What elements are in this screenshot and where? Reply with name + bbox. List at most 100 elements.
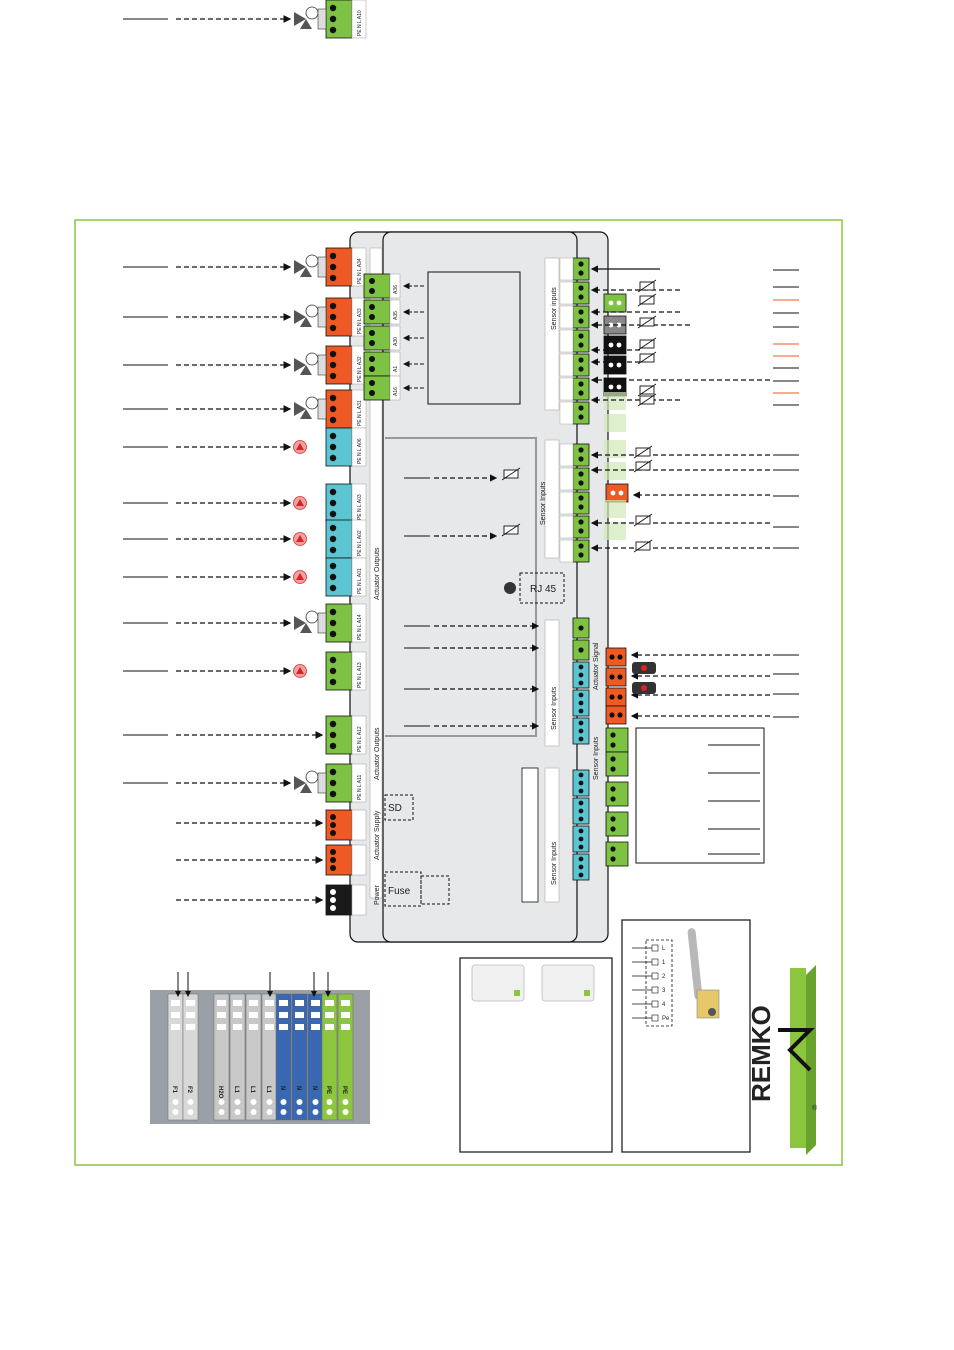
- inner-terminal-label: A30: [393, 337, 399, 346]
- fuse-box: [384, 871, 422, 907]
- left-output-terminals: PE N L A34 PE N L A33 PE N L A32 PE N L A31…: [293, 0, 367, 803]
- section-actuator-signal: Actuator Signal: [593, 642, 600, 690]
- ghost-connector: [604, 522, 626, 540]
- strip-label: L1: [265, 1086, 271, 1094]
- mixing-valve-icon: [294, 352, 327, 376]
- terminal-label: PE N L A03: [357, 494, 363, 520]
- output-terminal-a32: PE N L A32: [294, 345, 367, 385]
- registered-mark: ®: [812, 1104, 818, 1112]
- sensor-terminal: [605, 727, 629, 753]
- actuator-supply-terminals: [325, 809, 367, 916]
- strip-terminal: L1: [245, 993, 262, 1121]
- display-window: [427, 271, 521, 405]
- probe-pin-label: Pe: [662, 1016, 670, 1022]
- rj45-port: [519, 572, 565, 604]
- section-sensor-inputs-right: Sensor Inputs: [593, 736, 600, 780]
- section-power: Power: [374, 884, 381, 905]
- ghost-connector: [604, 500, 626, 518]
- strip-terminal: N: [275, 993, 292, 1121]
- probe-pin-box: [651, 1000, 659, 1008]
- strip-terminal: L1: [229, 993, 246, 1121]
- mixing-valve-icon: [294, 610, 327, 634]
- fuse-box-2: [420, 875, 450, 905]
- sensor-terminal: [605, 841, 629, 867]
- sensor-terminal: [559, 539, 590, 563]
- strip-terminal: PE: [321, 993, 338, 1121]
- aux-connector: [603, 293, 627, 313]
- output-terminal-a14: PE N L A14: [294, 603, 367, 643]
- ghost-connector: [604, 462, 626, 480]
- sensor-terminal: [559, 257, 590, 281]
- probe-pin-box: [651, 944, 659, 952]
- strip-label: N: [295, 1086, 301, 1090]
- sensor-terminal-blue: [572, 797, 590, 825]
- rj45-label: RJ 45: [530, 584, 557, 595]
- immersion-sensor-icon: [687, 928, 720, 1019]
- inner-terminal-a16: A16: [363, 375, 401, 401]
- probe-pin-label: 2: [662, 974, 666, 980]
- strip-terminal: F1: [167, 993, 184, 1121]
- sensor-terminal: [559, 281, 590, 305]
- probe-pin-label: 1: [662, 960, 666, 966]
- pump-icon: [293, 496, 307, 510]
- status-led: [504, 582, 516, 594]
- sensor-terminal: [559, 401, 590, 425]
- output-terminal-a02: PE N L A02: [293, 519, 367, 559]
- strip-terminal: F2: [182, 993, 199, 1121]
- strip-label: L1: [249, 1086, 255, 1094]
- strip-label: PE: [325, 1086, 331, 1094]
- pump-icon: [293, 532, 307, 546]
- strip-label: F2: [186, 1086, 192, 1094]
- sensor-terminal-blue: [572, 853, 590, 881]
- mixing-valve-icon: [294, 254, 327, 278]
- inner-terminal-a1: A1: [363, 351, 401, 377]
- remko-logo: REMKO ®: [746, 965, 818, 1155]
- controller-housing: RJ 45 SD Fuse Sensor inputs Sensor Input…: [349, 231, 609, 943]
- terminal-label: PE N L A31: [357, 400, 363, 426]
- brand-name: REMKO: [746, 1005, 776, 1102]
- sensor-terminal: [559, 377, 590, 401]
- probe-pin-box: [651, 986, 659, 994]
- strip-label: PE: [341, 1086, 347, 1094]
- section-actuator-outputs-bottom: Actuator Outputs: [374, 727, 381, 780]
- sensor-terminal: [559, 467, 590, 491]
- terminal-label: PE N L A14: [357, 614, 363, 640]
- section-actuator-supply: Actuator Supply: [374, 810, 381, 860]
- inner-terminal-a30: A30: [363, 325, 401, 351]
- section-sensor-inputs-top: Sensor inputs: [551, 287, 558, 330]
- strip-label: N: [279, 1086, 285, 1090]
- aux-connector: [603, 355, 627, 375]
- strip-terminal: L1: [261, 993, 278, 1121]
- inner-terminal-label: A36: [393, 285, 399, 294]
- inner-terminal-label: A1: [393, 366, 399, 372]
- output-terminal-a31: PE N L A31: [294, 389, 367, 429]
- terminal-label: PE N L A06: [357, 438, 363, 464]
- accessories-box: [459, 957, 613, 1153]
- sensor-terminal: [605, 811, 629, 837]
- section-sensor-inputs-left: Sensor Inputs: [551, 841, 558, 885]
- probe-pin-box: [651, 972, 659, 980]
- sensor-terminal: [559, 515, 590, 539]
- strip-label: H2O: [217, 1086, 223, 1099]
- mixing-valve-icon: [294, 396, 327, 420]
- sensor-terminal: [605, 781, 629, 807]
- sd-label: SD: [388, 803, 402, 814]
- sd-slot: [384, 794, 414, 821]
- ghost-connector: [604, 440, 626, 458]
- sensor-terminal-blue: [572, 717, 590, 745]
- ghost-connector: [604, 392, 626, 410]
- terminal-label: PE N L A11: [357, 774, 363, 800]
- output-terminal-a13: PE N L A13: [293, 651, 367, 691]
- sensor-list-box: [635, 727, 765, 864]
- probe-pin-label: L: [662, 946, 666, 952]
- sensor-terminal-blue: [572, 769, 590, 797]
- terminal-label: PE N L A34: [357, 258, 363, 284]
- mixing-valve-icon: [294, 304, 327, 328]
- sensor-terminal-blue: [572, 689, 590, 717]
- terminal-label: PE N L A33: [357, 308, 363, 334]
- output-terminal-a11: PE N L A11: [294, 763, 367, 803]
- strip-label: L1: [233, 1086, 239, 1094]
- strip-terminal: PE: [337, 993, 354, 1121]
